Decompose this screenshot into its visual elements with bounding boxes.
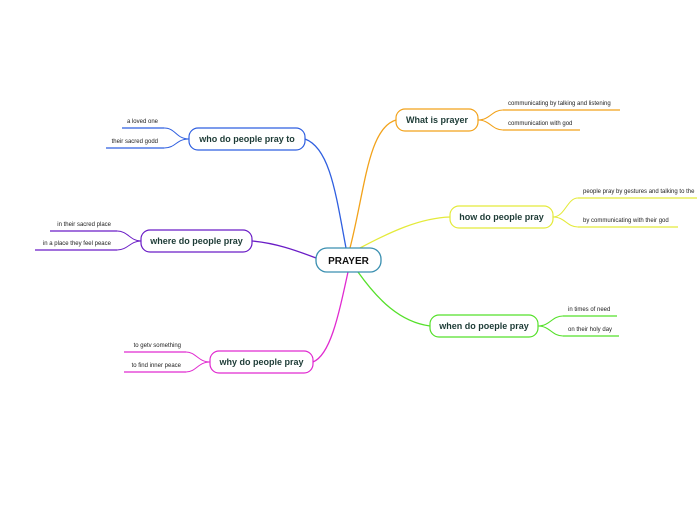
leaf-item[interactable]: in their sacred place <box>50 222 117 232</box>
center-node[interactable]: PRAYER <box>315 247 382 273</box>
leaf-label: on their holy day <box>568 327 612 333</box>
topic-label: where do people pray <box>149 236 243 246</box>
leaf-label: by communicating with their god <box>583 218 669 224</box>
leaf-connector <box>163 127 190 140</box>
connector-when-do-poeple-pray <box>357 271 431 327</box>
topic-what-is-prayer[interactable]: What is prayer <box>395 108 479 132</box>
connector-why-do-people-pray <box>312 271 349 363</box>
leaf-item[interactable]: a loved one <box>122 119 164 129</box>
leaf-connector <box>477 109 504 121</box>
leaf-connector <box>552 216 579 228</box>
leaf-connector <box>185 361 211 373</box>
topic-label: how do people pray <box>459 212 544 222</box>
leaf-item[interactable]: communication with god <box>503 121 580 131</box>
leaf-item[interactable]: people pray by gestures and talking to t… <box>578 189 697 199</box>
connector-where-do-people-pray <box>251 240 317 259</box>
leaf-item[interactable]: by communicating with their god <box>578 218 678 228</box>
leaf-item[interactable]: to find inner peace <box>124 363 186 373</box>
connector-who-do-people-pray-to <box>304 138 347 249</box>
connector-what-is-prayer <box>349 119 397 249</box>
topic-label: why do people pray <box>218 357 303 367</box>
leaf-item[interactable]: to getv something <box>124 343 186 353</box>
topic-label: What is prayer <box>406 115 469 125</box>
connector-how-do-people-pray <box>359 216 451 249</box>
leaf-label: people pray by gestures and talking to t… <box>583 189 695 195</box>
leaf-connector <box>537 315 564 327</box>
topic-who-do-people-pray-to[interactable]: who do people pray to <box>188 127 306 151</box>
leaf-connector <box>116 230 142 242</box>
topic-label: when do poeple pray <box>438 321 529 331</box>
leaf-label: to find inner peace <box>132 363 182 369</box>
topic-where-do-people-pray[interactable]: where do people pray <box>140 229 253 253</box>
leaf-item[interactable]: their sacred godd <box>106 139 164 149</box>
leaf-item[interactable]: in a place they feel peace <box>35 241 117 251</box>
leaf-label: their sacred godd <box>112 139 158 145</box>
leaf-label: in a place they feel peace <box>43 241 112 247</box>
leaf-connector <box>163 138 190 149</box>
topic-when-do-poeple-pray[interactable]: when do poeple pray <box>429 314 539 338</box>
leaf-label: in times of need <box>568 307 610 313</box>
topic-why-do-people-pray[interactable]: why do people pray <box>209 350 314 374</box>
topic-how-do-people-pray[interactable]: how do people pray <box>449 205 554 229</box>
leaf-connector <box>537 325 564 337</box>
leaf-connector <box>552 197 579 218</box>
leaf-label: communication with god <box>508 121 572 127</box>
center-label: PRAYER <box>328 256 370 267</box>
leaf-item[interactable]: in times of need <box>563 307 617 317</box>
leaf-connector <box>116 240 142 251</box>
leaf-label: in their sacred place <box>57 222 111 228</box>
topic-label: who do people pray to <box>198 134 295 144</box>
leaf-label: to getv something <box>134 343 181 349</box>
leaf-connector <box>477 119 504 131</box>
leaf-item[interactable]: on their holy day <box>563 327 619 337</box>
leaf-label: communicating by talking and listening <box>508 101 611 107</box>
leaf-label: a loved one <box>127 119 159 125</box>
leaf-connector <box>185 351 211 363</box>
leaf-item[interactable]: communicating by talking and listening <box>503 101 620 111</box>
